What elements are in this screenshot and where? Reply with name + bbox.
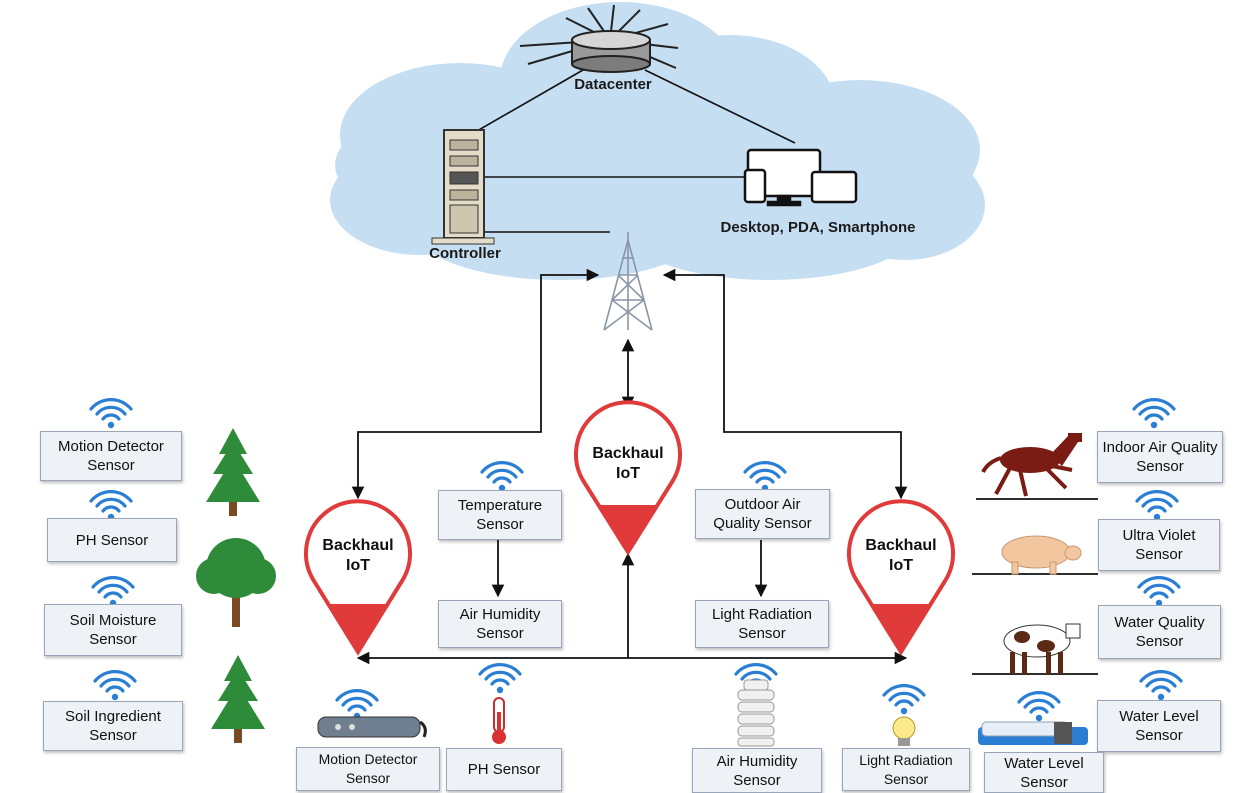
datacenter-icon	[519, 4, 679, 73]
bottom-sensor-air-humidity: Air Humidity Sensor	[692, 748, 822, 793]
pig-icon	[1001, 535, 1082, 575]
controller-label: Controller	[429, 245, 501, 262]
bottom-sensor-ph: PH Sensor	[446, 748, 562, 791]
light-radiation-sensor-mid: Light Radiation Sensor	[695, 600, 829, 648]
motion-detector-device-icon	[317, 716, 427, 738]
right-sensor-ultra-violet: Ultra Violet Sensor	[1098, 519, 1220, 571]
humidity-device-icon	[737, 679, 775, 747]
left-sensor-motion-detector: Motion Detector Sensor	[40, 431, 182, 481]
right-sensor-water-quality: Water Quality Sensor	[1098, 605, 1221, 659]
cloud-shape	[330, 2, 985, 280]
devices-label: Desktop, PDA, Smartphone	[720, 219, 916, 236]
backhaul-pin	[304, 400, 955, 656]
outdoor-air-quality-sensor: Outdoor Air Quality Sensor	[695, 489, 830, 539]
bottom-sensor-motion-detector: Motion Detector Sensor	[296, 747, 440, 791]
left-sensor-soil-moisture: Soil Moisture Sensor	[44, 604, 182, 656]
horse-icon	[981, 433, 1082, 497]
left-sensor-soil-ingredient: Soil Ingredient Sensor	[43, 701, 183, 751]
datacenter-label: Datacenter	[574, 76, 652, 93]
right-sensor-indoor-air-quality: Indoor Air Quality Sensor	[1097, 431, 1223, 483]
bulb-icon	[892, 716, 916, 746]
tower-icon	[603, 232, 653, 331]
right-sensor-water-level: Water Level Sensor	[1097, 700, 1221, 752]
left-sensor-ph: PH Sensor	[47, 518, 177, 562]
air-humidity-sensor-mid: Air Humidity Sensor	[438, 600, 562, 648]
tree-icon	[196, 428, 276, 743]
thermometer-icon	[492, 697, 506, 744]
bottom-sensor-light-radiation: Light Radiation Sensor	[842, 748, 970, 791]
controller-icon	[431, 129, 495, 245]
water-level-device-icon	[978, 721, 1088, 745]
cow-icon	[1003, 623, 1081, 674]
devices-icon	[743, 148, 858, 207]
bottom-sensor-water-level: Water Level Sensor	[984, 752, 1104, 793]
temperature-sensor: Temperature Sensor	[438, 490, 562, 540]
